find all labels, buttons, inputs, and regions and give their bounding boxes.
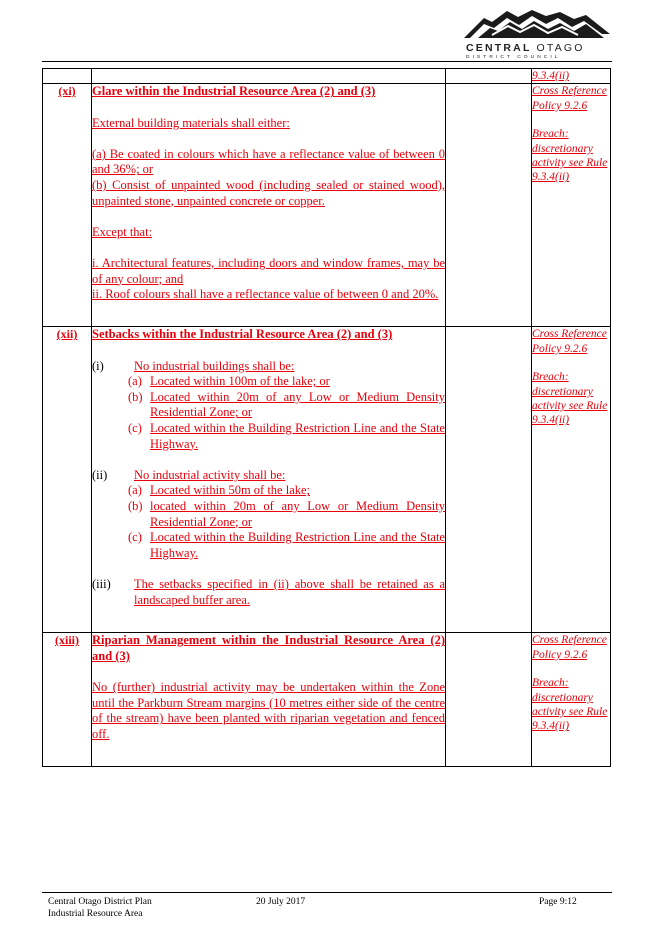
rule-body: Setbacks within the Industrial Resource … xyxy=(91,326,446,634)
rule-references: Cross Reference Policy 9.2.6 Breach: dis… xyxy=(531,632,611,768)
table-row: 9.3.4(ii) xyxy=(42,67,611,85)
cross-reference: Cross Reference Policy 9.2.6 xyxy=(532,85,607,112)
rule-number: (xi) xyxy=(58,84,76,99)
rule-body: Riparian Management within the Industria… xyxy=(91,632,446,768)
rule-references: Cross Reference Policy 9.2.6 Breach: dis… xyxy=(531,326,611,634)
footer-section: Industrial Resource Area xyxy=(48,908,143,919)
rule-heading: Setbacks within the Industrial Resource … xyxy=(92,327,393,342)
footer-date: 20 July 2017 xyxy=(256,897,306,907)
logo-wordmark: CENTRAL OTAGO xyxy=(466,42,585,54)
cross-reference: Cross Reference Policy 9.2.6 xyxy=(532,328,607,355)
footer-left: Central Otago District Plan Industrial R… xyxy=(48,897,152,920)
rule-references: Cross Reference Policy 9.2.6 Breach: dis… xyxy=(531,83,611,328)
footer-doc-title: Central Otago District Plan xyxy=(48,897,152,907)
table-row: (xii) Setbacks within the Industrial Res… xyxy=(42,326,611,634)
council-logo: CENTRAL OTAGO DISTRICT COUNCIL xyxy=(462,8,612,60)
cross-reference: Cross Reference Policy 9.2.6 xyxy=(532,634,607,661)
rule-body: Glare within the Industrial Resource Are… xyxy=(91,83,446,328)
footer-page-number: Page 9:12 xyxy=(539,897,577,907)
rule-number: (xiii) xyxy=(55,633,79,648)
header-divider xyxy=(42,61,612,62)
logo-subtitle: DISTRICT COUNCIL xyxy=(466,55,561,60)
breach-note: Breach: discretionary activity see Rule … xyxy=(532,128,608,184)
breach-note: Breach: discretionary activity see Rule … xyxy=(532,371,608,427)
rules-table: 9.3.4(ii) (xi) Glare within the Industri… xyxy=(42,67,611,768)
table-row: (xi) Glare within the Industrial Resourc… xyxy=(42,83,611,328)
rule-number: (xii) xyxy=(56,327,78,342)
table-row: (xiii) Riparian Management within the In… xyxy=(42,632,611,768)
rule-heading: Glare within the Industrial Resource Are… xyxy=(92,84,376,99)
rule-reference: 9.3.4(ii) xyxy=(532,70,570,82)
breach-note: Breach: discretionary activity see Rule … xyxy=(532,677,608,733)
rule-heading: Riparian Management within the Industria… xyxy=(92,633,445,663)
mountains-logo-icon xyxy=(464,10,610,38)
footer-divider xyxy=(42,892,612,893)
